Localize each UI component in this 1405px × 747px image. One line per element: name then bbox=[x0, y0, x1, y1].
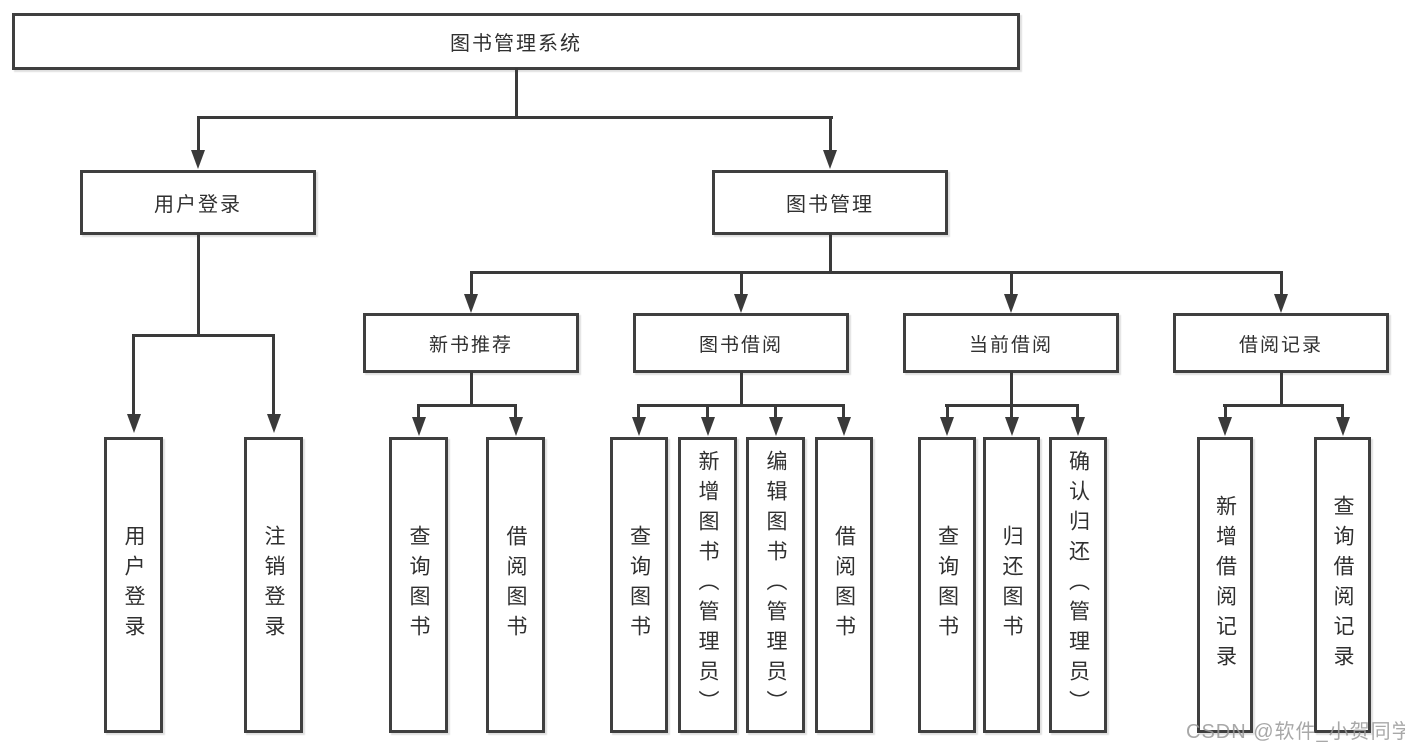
arrowhead-down-icon bbox=[1071, 417, 1085, 436]
connector-root-stem bbox=[515, 68, 518, 118]
arrowhead-down-icon bbox=[1218, 417, 1232, 436]
connector-user-login-stem bbox=[197, 233, 200, 337]
connector-user-login-branch bbox=[132, 334, 275, 337]
arrowhead-down-icon bbox=[701, 417, 715, 436]
leaf-logout: 注销登录 bbox=[244, 437, 303, 733]
connector-line bbox=[514, 404, 517, 419]
arrowhead-down-icon bbox=[837, 417, 851, 436]
node-user-login: 用户登录 bbox=[80, 170, 316, 235]
leaf-borrow-books-newbook: 借阅图书 bbox=[486, 437, 545, 733]
connector-stem bbox=[740, 371, 743, 406]
node-current-borrowing: 当前借阅 bbox=[903, 313, 1119, 373]
arrowhead-down-icon bbox=[267, 414, 281, 433]
leaf-user-login: 用户登录 bbox=[104, 437, 163, 733]
connector-level3-branch bbox=[470, 271, 1282, 274]
leaf-query-books-current: 查询图书 bbox=[918, 437, 976, 733]
arrowhead-down-icon bbox=[769, 417, 783, 436]
connector-stem bbox=[470, 371, 473, 406]
connector-line bbox=[637, 404, 640, 419]
node-new-book-recommend: 新书推荐 bbox=[363, 313, 579, 373]
arrowhead-down-icon bbox=[823, 150, 837, 169]
connector-line bbox=[197, 116, 200, 154]
leaf-add-borrow-record: 新增借阅记录 bbox=[1197, 437, 1253, 733]
leaf-confirm-return-admin: 确认归还（管理员） bbox=[1049, 437, 1107, 733]
leaf-borrow-books-borrow: 借阅图书 bbox=[815, 437, 873, 733]
node-root: 图书管理系统 bbox=[12, 13, 1020, 70]
arrowhead-down-icon bbox=[940, 417, 954, 436]
arrowhead-down-icon bbox=[127, 414, 141, 433]
leaf-query-books-newbook: 查询图书 bbox=[389, 437, 448, 733]
arrowhead-down-icon bbox=[1336, 417, 1350, 436]
connector-line bbox=[842, 404, 845, 419]
connector-line bbox=[1010, 271, 1013, 297]
leaf-query-borrow-record: 查询借阅记录 bbox=[1314, 437, 1371, 733]
node-borrow-records: 借阅记录 bbox=[1173, 313, 1389, 373]
arrowhead-down-icon bbox=[632, 417, 646, 436]
connector-stem bbox=[1280, 371, 1283, 406]
arrowhead-down-icon bbox=[1004, 294, 1018, 313]
connector-level2-branch bbox=[197, 116, 833, 119]
arrowhead-down-icon bbox=[191, 150, 205, 169]
connector-line bbox=[1076, 404, 1079, 419]
arrowhead-down-icon bbox=[509, 417, 523, 436]
connector-branch bbox=[417, 404, 517, 407]
leaf-add-book-admin: 新增图书（管理员） bbox=[678, 437, 737, 733]
arrowhead-down-icon bbox=[464, 294, 478, 313]
connector-branch bbox=[637, 404, 845, 407]
connector-line bbox=[1010, 404, 1013, 419]
connector-line bbox=[740, 271, 743, 297]
connector-stem bbox=[1010, 371, 1013, 406]
connector-line bbox=[470, 271, 473, 297]
connector-line bbox=[946, 404, 949, 419]
arrowhead-down-icon bbox=[734, 294, 748, 313]
connector-line bbox=[132, 334, 135, 418]
leaf-return-books: 归还图书 bbox=[983, 437, 1040, 733]
node-book-borrowing: 图书借阅 bbox=[633, 313, 849, 373]
connector-book-management-stem bbox=[829, 233, 832, 274]
connector-line bbox=[1341, 404, 1344, 419]
arrowhead-down-icon bbox=[1274, 294, 1288, 313]
arrowhead-down-icon bbox=[1005, 417, 1019, 436]
arrowhead-down-icon bbox=[412, 417, 426, 436]
node-book-management: 图书管理 bbox=[712, 170, 948, 235]
connector-branch bbox=[1223, 404, 1344, 407]
watermark: CSDN @软件_小贺同学 bbox=[1186, 721, 1405, 743]
connector-line bbox=[1280, 271, 1283, 297]
connector-line bbox=[417, 404, 420, 419]
connector-line bbox=[1224, 404, 1227, 419]
leaf-query-books-borrow: 查询图书 bbox=[610, 437, 668, 733]
connector-line bbox=[272, 334, 275, 418]
leaf-edit-book-admin: 编辑图书（管理员） bbox=[746, 437, 805, 733]
connector-line bbox=[829, 116, 832, 154]
connector-line bbox=[706, 404, 709, 419]
connector-line bbox=[774, 404, 777, 419]
